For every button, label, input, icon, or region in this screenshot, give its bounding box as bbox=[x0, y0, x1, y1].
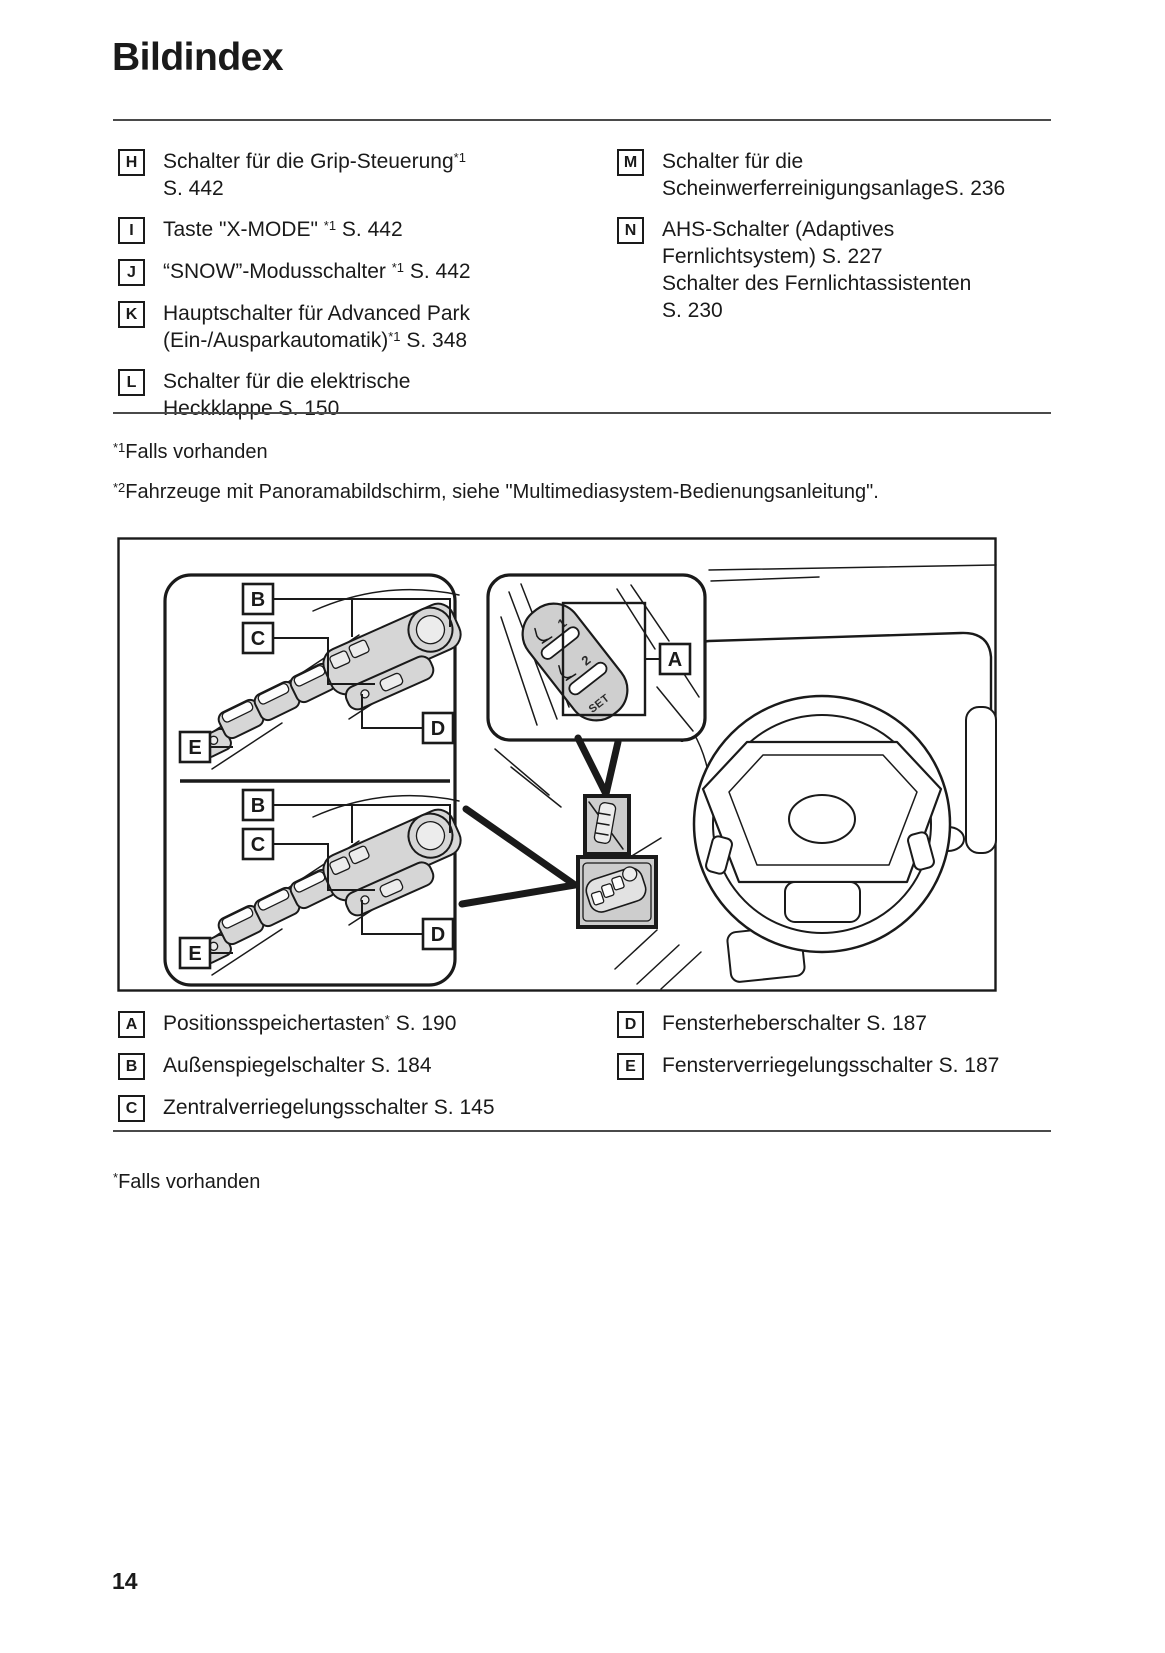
legend-key-K: K bbox=[118, 301, 145, 328]
legend-key-H: H bbox=[118, 149, 145, 176]
divider-middle bbox=[113, 412, 1051, 414]
callout-c-bottom: C bbox=[241, 827, 275, 861]
legend-label-D: Fensterheberschalter S. 187 bbox=[662, 1012, 927, 1035]
callout-letter: B bbox=[251, 795, 265, 817]
legend-label-E: Fensterverriegelungsschalter S. 187 bbox=[662, 1054, 1000, 1077]
legend-item-K: K Hauptschalter für Advanced Park(Ein-/Au… bbox=[118, 300, 588, 354]
callout-letter: E bbox=[188, 943, 201, 965]
horn-pad bbox=[788, 794, 856, 844]
legend-label-K: Hauptschalter für Advanced Park(Ein-/Aus… bbox=[163, 302, 471, 352]
callout-letter: D bbox=[431, 924, 445, 946]
legend-key-D: D bbox=[617, 1011, 644, 1038]
callout-letter: B bbox=[251, 589, 265, 611]
legend-item-I: I Taste "X-MODE" *1 S. 442 bbox=[118, 216, 588, 244]
legend-label-I: Taste "X-MODE" *1 S. 442 bbox=[163, 218, 403, 241]
footnote-2: *2Fahrzeuge mit Panoramabildschirm, sieh… bbox=[113, 480, 879, 505]
footnote-1-text: Falls vorhanden bbox=[125, 441, 268, 463]
dashboard-diagram: B C D E B C D E bbox=[117, 537, 997, 992]
footnote-2-marker: *2 bbox=[113, 480, 126, 495]
legend-item-A: A Positionsspeichertasten* S. 190 bbox=[118, 1010, 588, 1038]
legend-item-D: D Fensterheberschalter S. 187 bbox=[617, 1010, 1057, 1038]
pointer-door-inset bbox=[458, 805, 579, 908]
side-console bbox=[965, 706, 997, 854]
footnote-1-marker: *1 bbox=[113, 440, 126, 455]
wheel-right-switch-pod bbox=[907, 831, 935, 871]
legend-item-B: B Außenspiegelschalter S. 184 bbox=[118, 1052, 588, 1080]
callout-c-top: C bbox=[241, 621, 275, 655]
window-switch-location-highlight bbox=[576, 855, 658, 929]
legend-item-J: J “SNOW”-Modusschalter *1 S. 442 bbox=[118, 258, 588, 286]
seat-switch-location-highlight bbox=[583, 794, 631, 856]
footnote-bottom-text: Falls vorhanden bbox=[118, 1171, 261, 1193]
page-title: Bildindex bbox=[112, 36, 284, 79]
seat-icon bbox=[558, 664, 577, 681]
callout-letter: C bbox=[251, 628, 265, 650]
callout-d-bottom: D bbox=[421, 917, 455, 951]
legend-key-I: I bbox=[118, 217, 145, 244]
legend-label-J: “SNOW”-Modusschalter *1 S. 442 bbox=[163, 260, 471, 283]
callout-letter: E bbox=[188, 737, 201, 759]
footnote-2-text: Fahrzeuge mit Panoramabildschirm, siehe … bbox=[125, 481, 879, 503]
footnote-bottom: *Falls vorhanden bbox=[113, 1170, 260, 1195]
callout-letter: C bbox=[251, 834, 265, 856]
steering-wheel bbox=[692, 694, 952, 954]
seat-memory-inset: 1 2 SET bbox=[486, 573, 707, 742]
legend-key-C: C bbox=[118, 1095, 145, 1122]
page-number: 14 bbox=[112, 1568, 138, 1594]
seat-icon bbox=[534, 627, 553, 644]
divider-bottom bbox=[113, 1130, 1051, 1132]
wheel-bottom-spoke bbox=[784, 881, 861, 923]
seat-memory-button bbox=[568, 661, 608, 696]
legend-key-N: N bbox=[617, 217, 644, 244]
dashboard-art bbox=[494, 564, 997, 990]
callout-a: A bbox=[658, 642, 692, 676]
legend-key-B: B bbox=[118, 1053, 145, 1080]
legend-label-A: Positionsspeichertasten* S. 190 bbox=[163, 1012, 457, 1035]
legend-label-C: Zentralverriegelungsschalter S. 145 bbox=[163, 1096, 495, 1119]
legend-label-B: Außenspiegelschalter S. 184 bbox=[163, 1054, 432, 1077]
legend-key-E: E bbox=[617, 1053, 644, 1080]
divider-top bbox=[113, 119, 1051, 121]
legend-item-E: E Fensterverriegelungsschalter S. 187 bbox=[617, 1052, 1057, 1080]
callout-b-bottom: B bbox=[241, 788, 275, 822]
footnote-bottom-marker: * bbox=[113, 1170, 119, 1185]
legend-item-C: C Zentralverriegelungsschalter S. 145 bbox=[118, 1094, 588, 1122]
legend-key-L: L bbox=[118, 369, 145, 396]
footnote-1: *1Falls vorhanden bbox=[113, 440, 268, 465]
callout-e-bottom: E bbox=[178, 936, 212, 970]
callout-b-top: B bbox=[241, 582, 275, 616]
wheel-left-switch-pod bbox=[705, 835, 733, 875]
callout-letter: D bbox=[431, 718, 445, 740]
legend-key-J: J bbox=[118, 259, 145, 286]
seat-memory-switch: 1 2 SET bbox=[521, 602, 629, 722]
legend-key-M: M bbox=[617, 149, 644, 176]
callout-letter: A bbox=[668, 649, 682, 671]
callout-e-top: E bbox=[178, 730, 212, 764]
callout-d-top: D bbox=[421, 711, 455, 745]
legend-key-A: A bbox=[118, 1011, 145, 1038]
